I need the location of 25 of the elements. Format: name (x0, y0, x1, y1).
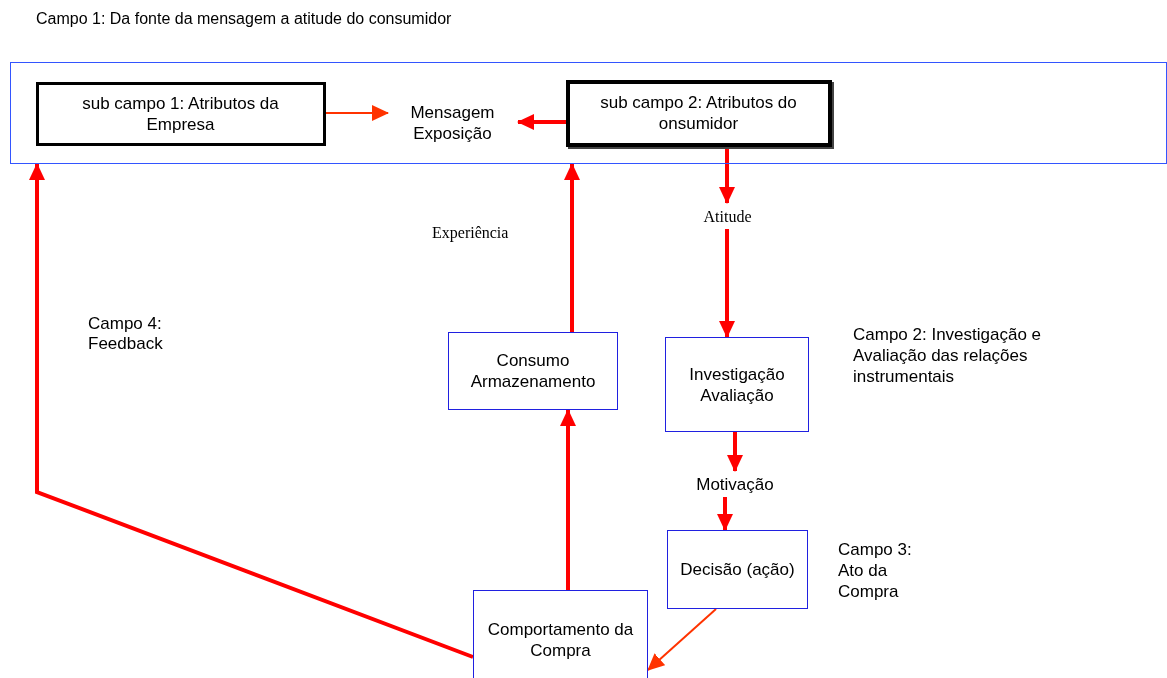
process-box: Investigação Avaliação (665, 337, 809, 432)
process-box: sub campo 1: Atributos da Empresa (35, 81, 326, 146)
arrow (719, 147, 735, 204)
arrow (325, 105, 389, 121)
process-box: sub campo 2: Atributos do onsumidor (565, 79, 832, 147)
side-note: Campo 3: Ato da Compra (838, 539, 913, 602)
frame-box (10, 62, 1167, 164)
node-text: Mensagem Exposição (387, 97, 518, 148)
diagram-title: Campo 1: Da fonte da mensagem a atitude do consumidor (36, 10, 452, 28)
process-box: Decisão (ação) (667, 530, 808, 609)
node-text: Atitude (680, 203, 775, 229)
arrow (717, 497, 733, 531)
arrow (647, 608, 717, 671)
process-box: Comportamento da Compra (473, 590, 648, 678)
edge-label: Experiência (430, 224, 511, 242)
process-box: Consumo Armazenamento (448, 332, 618, 410)
node-text: Motivação (680, 471, 790, 497)
arrow (564, 163, 580, 332)
side-note: Campo 2: Investigação e Avaliação das relações instrumentais (853, 324, 1043, 387)
arrow (517, 114, 566, 130)
arrow (29, 163, 474, 659)
arrow (560, 409, 576, 590)
field-label: Campo 4: Feedback (88, 314, 164, 354)
arrow (727, 432, 743, 472)
arrow (719, 229, 735, 338)
